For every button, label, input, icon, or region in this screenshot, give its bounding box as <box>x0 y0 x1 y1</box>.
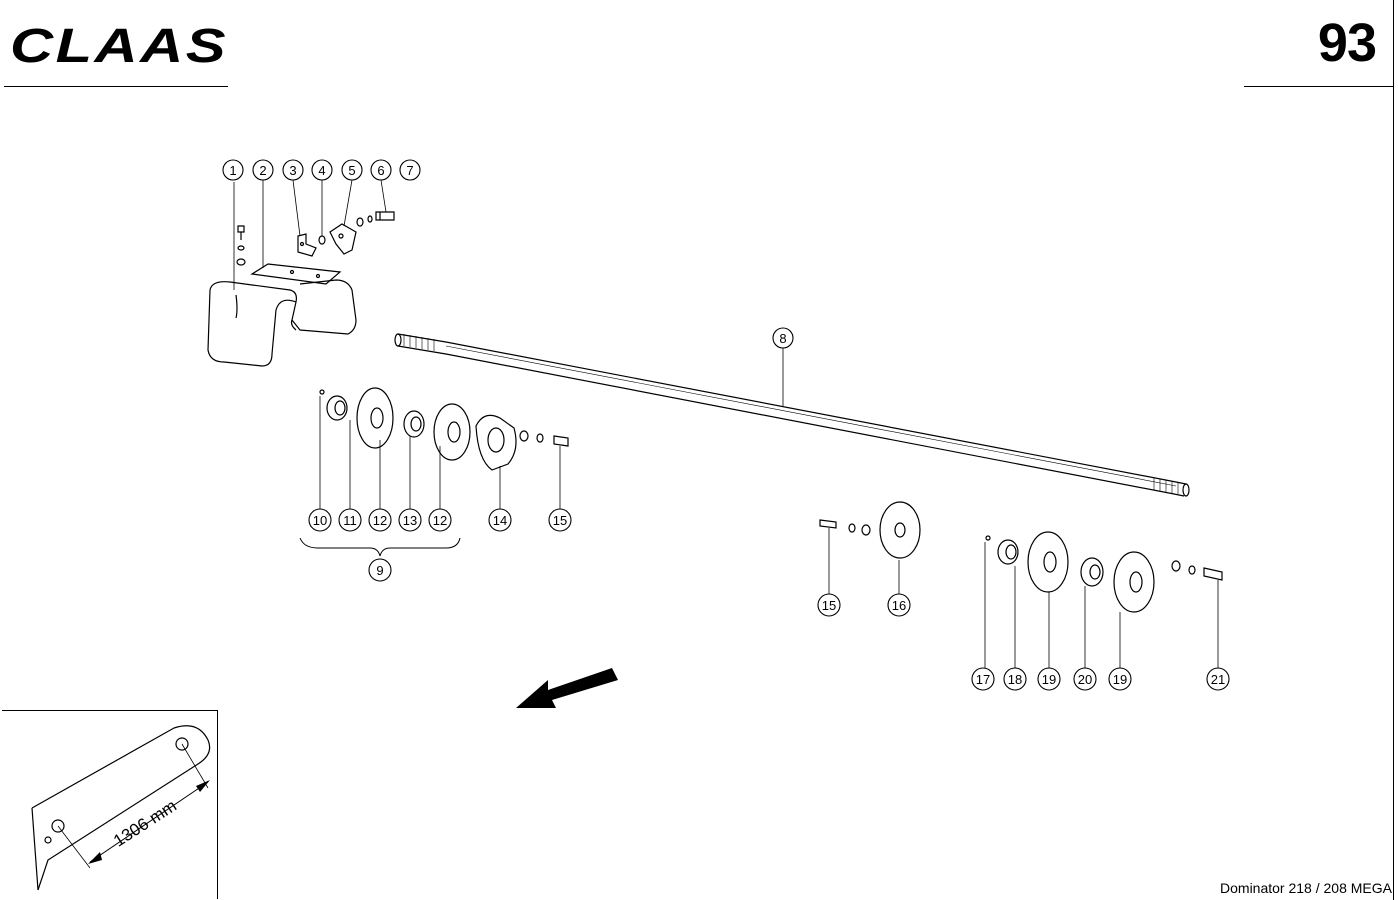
callout-4: 4 <box>311 159 333 181</box>
svg-text:14: 14 <box>493 513 507 528</box>
callout-8: 8 <box>772 327 794 349</box>
callout-7: 7 <box>399 159 421 181</box>
svg-text:10: 10 <box>313 513 327 528</box>
svg-text:20: 20 <box>1078 672 1092 687</box>
callout-3: 3 <box>282 159 304 181</box>
callout-19b: 19 <box>1108 667 1132 691</box>
callout-13: 13 <box>398 508 422 532</box>
svg-text:8: 8 <box>779 331 786 346</box>
svg-text:16: 16 <box>892 598 906 613</box>
frame-right-border <box>1393 0 1394 900</box>
svg-text:12: 12 <box>373 513 387 528</box>
inset-detail: 1306 mm <box>31 725 211 891</box>
svg-text:6: 6 <box>377 163 384 178</box>
callout-15a: 15 <box>548 508 572 532</box>
bracket-6 <box>329 223 357 255</box>
callout-12a: 12 <box>368 508 392 532</box>
callout-18: 18 <box>1003 667 1027 691</box>
direction-arrow <box>516 668 618 708</box>
svg-text:12: 12 <box>433 513 447 528</box>
guard-cover <box>207 279 357 367</box>
svg-text:19: 19 <box>1042 672 1056 687</box>
svg-text:1: 1 <box>229 163 236 178</box>
model-footer: Dominator 218 / 208 MEGA <box>1220 880 1392 896</box>
svg-text:21: 21 <box>1211 672 1225 687</box>
middle-flange-set <box>819 501 921 594</box>
callout-17: 17 <box>971 667 995 691</box>
svg-text:13: 13 <box>403 513 417 528</box>
svg-text:5: 5 <box>348 163 355 178</box>
top-leaders <box>262 179 387 268</box>
svg-text:17: 17 <box>976 672 990 687</box>
right-bearing-set <box>984 531 1223 668</box>
inset-dimension-label: 1306 mm <box>110 796 180 851</box>
callout-11: 11 <box>338 508 362 532</box>
callout-12b: 12 <box>428 508 452 532</box>
header-right-rule <box>1244 86 1394 87</box>
svg-text:15: 15 <box>822 598 836 613</box>
svg-text:7: 7 <box>406 163 413 178</box>
callout-20: 20 <box>1073 667 1097 691</box>
callout-6: 6 <box>370 159 392 181</box>
callout-5: 5 <box>341 159 363 181</box>
callout-1: 1 <box>222 159 244 181</box>
svg-text:19: 19 <box>1113 672 1127 687</box>
callout-10: 10 <box>308 508 332 532</box>
left-bearing-set <box>299 387 569 557</box>
callout-2: 2 <box>252 159 274 181</box>
inset-detail-box <box>2 710 218 899</box>
callout-21: 21 <box>1206 667 1230 691</box>
callout-14: 14 <box>488 508 512 532</box>
washer-5 <box>318 235 326 245</box>
callout-15b: 15 <box>817 593 841 617</box>
bracket-4 <box>297 233 317 257</box>
bolt-2-stack <box>233 182 246 290</box>
svg-text:15: 15 <box>553 513 567 528</box>
svg-text:9: 9 <box>376 563 383 578</box>
page-number: 93 <box>1317 13 1377 73</box>
svg-text:2: 2 <box>259 163 266 178</box>
claas-logo-text: CLAAS <box>10 22 228 66</box>
claas-logo: CLAAS <box>10 22 228 66</box>
header-left-rule <box>4 86 228 87</box>
callout-9: 9 <box>368 558 392 582</box>
svg-text:4: 4 <box>318 163 325 178</box>
svg-text:11: 11 <box>343 513 357 528</box>
bolt-7-stack <box>356 211 395 227</box>
svg-text:3: 3 <box>289 163 296 178</box>
drive-shaft <box>394 333 1190 497</box>
svg-text:18: 18 <box>1008 672 1022 687</box>
callout-16: 16 <box>887 593 911 617</box>
callout-19a: 19 <box>1037 667 1061 691</box>
